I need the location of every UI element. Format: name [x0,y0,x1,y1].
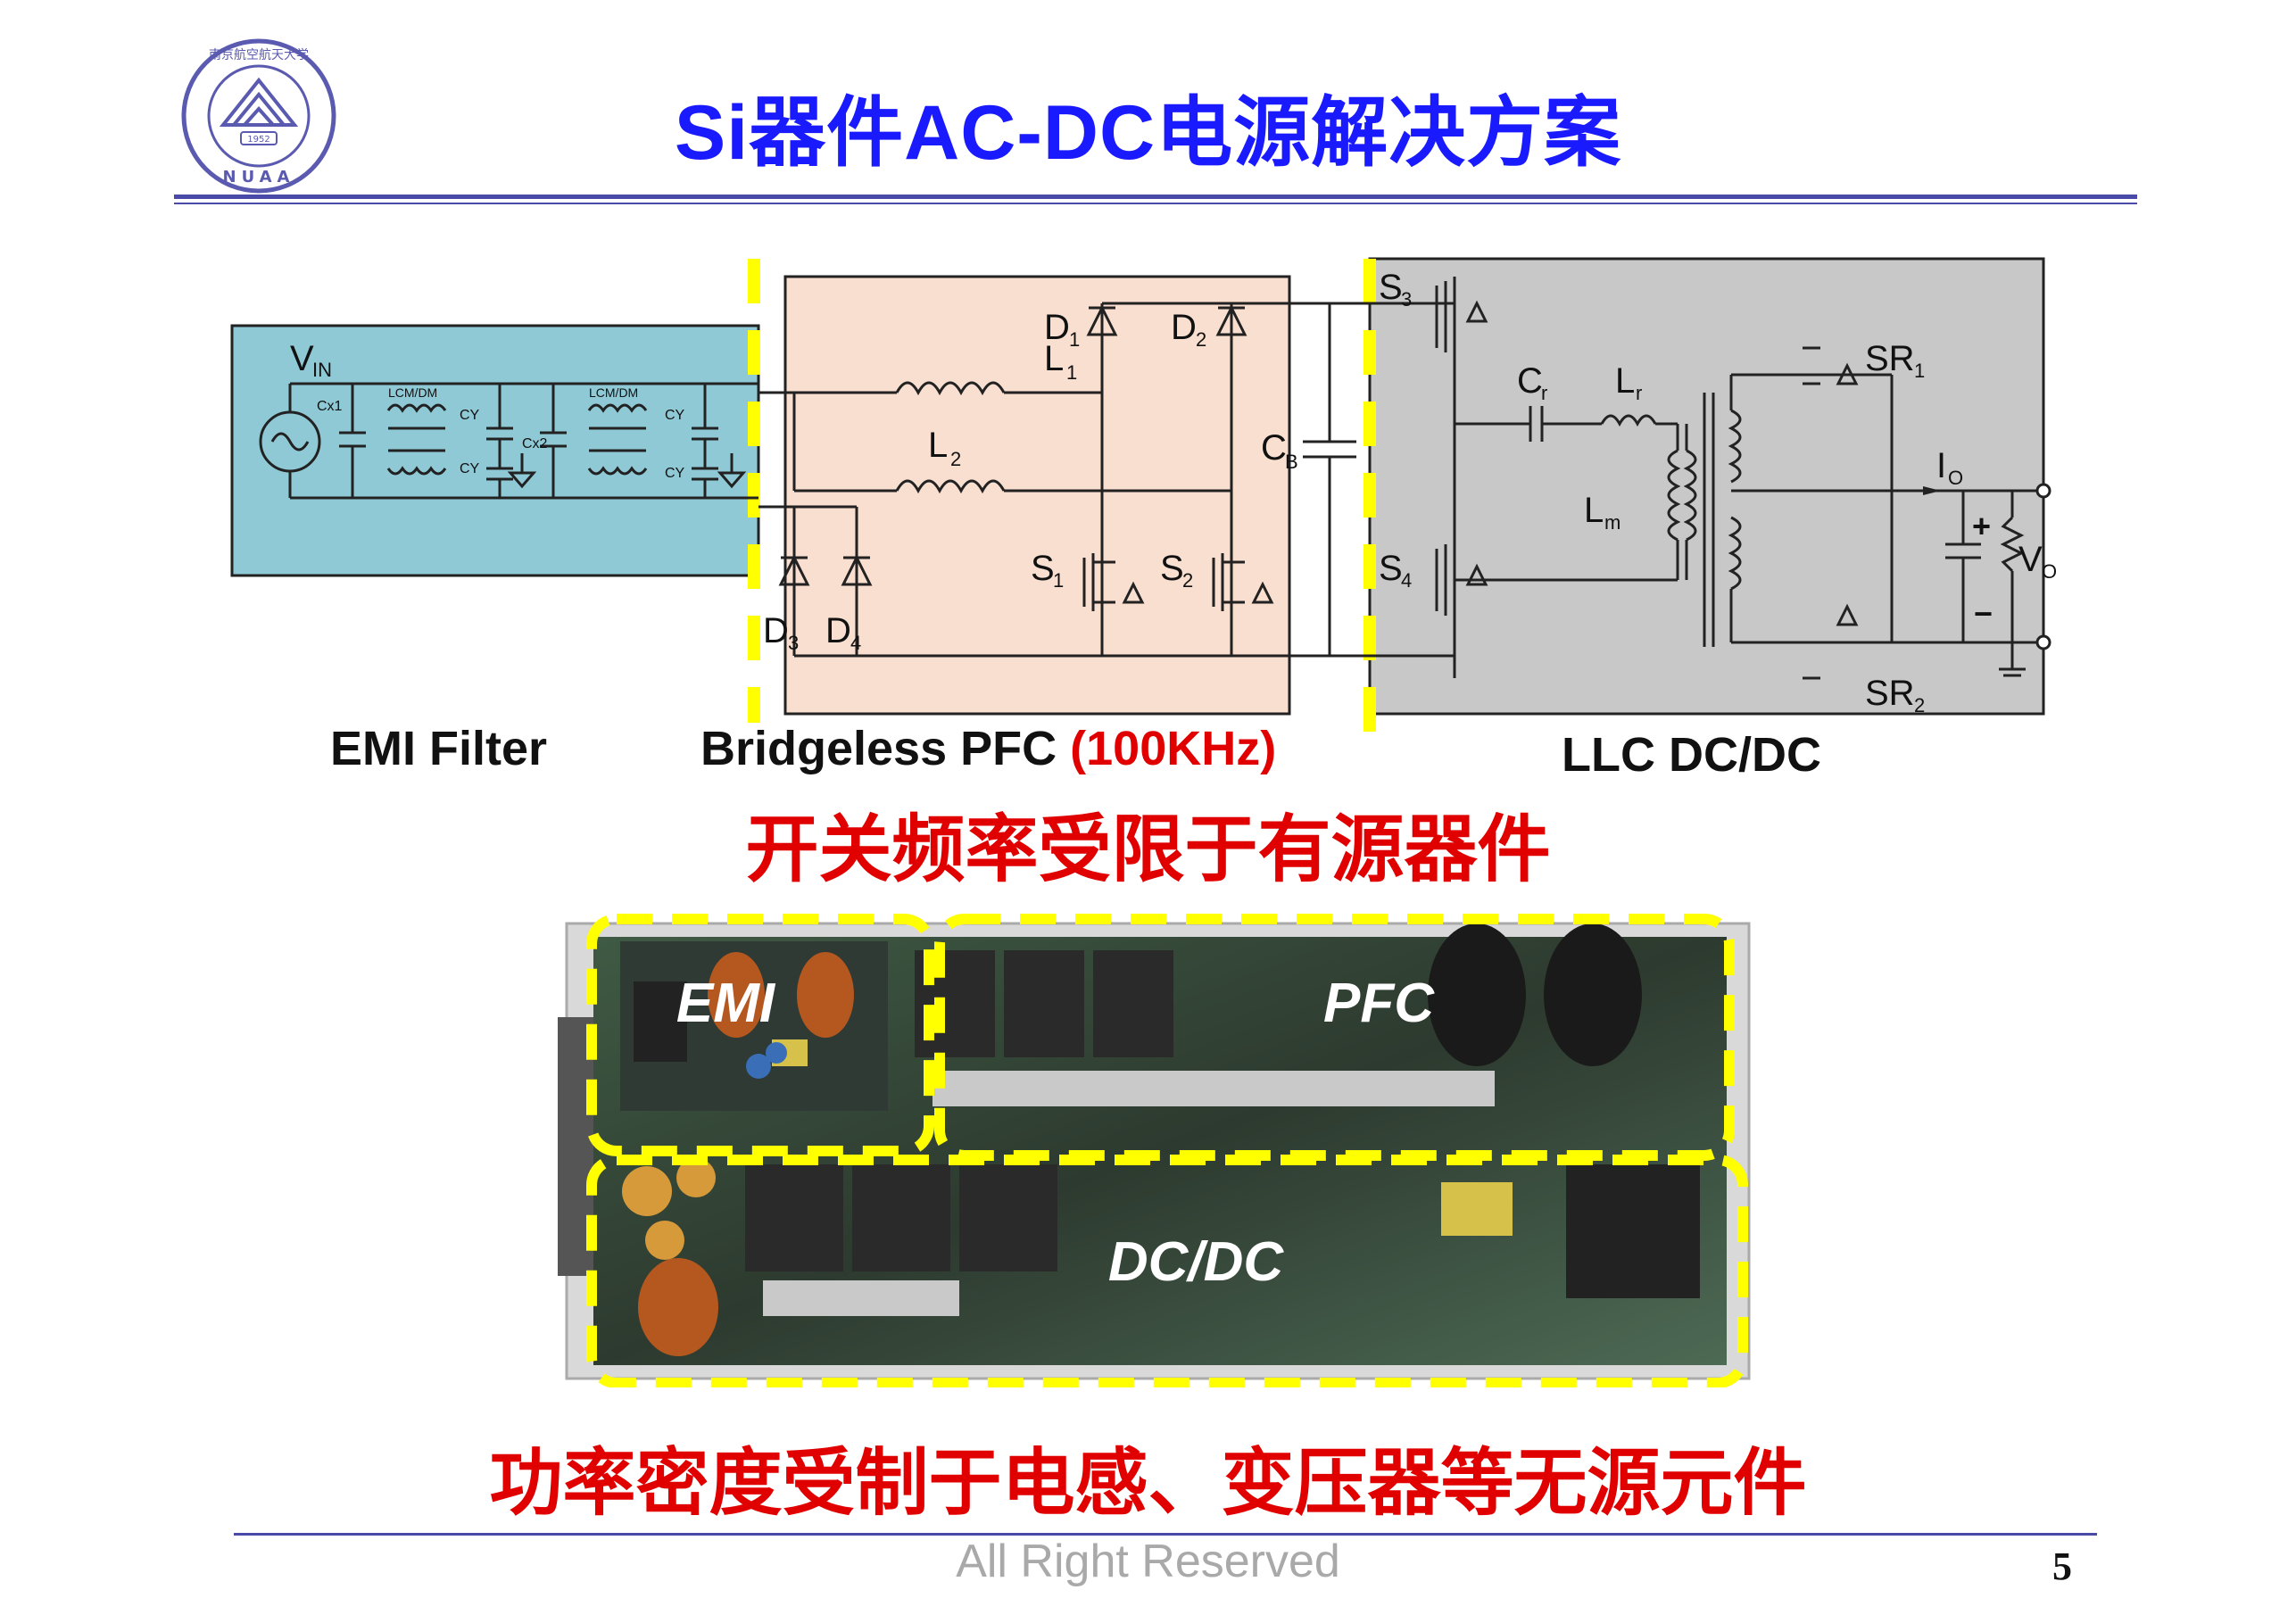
lm-label: L [1584,491,1604,530]
s2-label: S [1160,549,1184,588]
pfc-section-label: Bridgeless PFC (100KHz) [700,721,1276,776]
sr2-label: SR [1865,674,1915,713]
logo-year: 1952 [247,135,269,145]
cy-a-label: CY [460,408,480,423]
circuit-diagram: V IN Cx1 LCM/DM CY CY Cx2 LCM/DM CY CY [230,257,2057,732]
d1-subscript: 1 [1069,328,1080,351]
sr1-label: SR [1865,339,1915,378]
logo-cn-text: 南京航空航天大学 [209,48,309,62]
cx1-label: Cx1 [317,399,343,414]
d4-subscript: 4 [850,632,861,654]
vo-label: V [2018,540,2043,579]
emi-components [634,952,854,1079]
pfc-frequency: (100KHz) [1070,722,1277,775]
lm-subscript: m [1604,511,1620,534]
cy-b-label: CY [460,461,480,476]
emi-filter-block [230,324,760,577]
vin-label: V [290,339,314,378]
io-arrow [1923,486,1941,495]
cb-subscript: B [1285,451,1298,473]
l2-label: L [928,426,948,465]
s1-label: S [1031,549,1055,588]
photo-pfc-label: PFC [1323,973,1435,1034]
d4-label: D [825,611,851,650]
footer-text: All Right Reserved [956,1536,1340,1587]
cy-d-label: CY [665,466,685,481]
vo-subscript: O [2042,560,2057,583]
photo-emi-label: EMI [676,973,776,1034]
s1-subscript: 1 [1053,569,1064,592]
lcm1-label: LCM/DM [388,385,437,400]
page-number: 5 [2052,1544,2072,1588]
vin-subscript: IN [312,359,332,381]
cx2-label: Cx2 [522,436,548,451]
university-logo: 1952 NUAA 南京航空航天大学 [181,38,336,194]
d3-label: D [763,611,789,650]
header-rule [174,195,2137,199]
header-rule-thin [174,203,2137,204]
dcdc-region-box [586,1155,1748,1387]
caption-passive-components: 功率密度受制于电感、变压器等无源元件 [489,1440,1807,1526]
io-subscript: O [1948,467,1963,489]
d2-subscript: 2 [1196,328,1206,351]
llc-block [1368,257,2045,716]
photo-dcdc-label: DC/DC [1108,1231,1285,1293]
d2-label: D [1171,308,1197,347]
l1-subscript: 1 [1066,361,1077,384]
cb-label: C [1261,428,1287,468]
emi-filter-circuit [259,382,758,500]
io-label: I [1936,446,1946,485]
l1-label: L [1044,339,1064,378]
d3-subscript: 3 [788,632,799,654]
sr2-subscript: 2 [1914,694,1925,716]
power-supply-photo: EMI PFC DC/DC [558,914,1751,1387]
pfc-circuit [758,302,1370,658]
s4-label: S [1379,549,1403,588]
vo-plus: + [1972,508,1991,544]
s2-subscript: 2 [1182,569,1193,592]
s4-subscript: 4 [1401,569,1412,592]
emi-filter-label: EMI Filter [330,722,548,775]
s3-label: S [1379,268,1403,307]
logo-text: NUAA [223,168,295,186]
llc-label: LLC DC/DC [1562,728,1821,782]
lr-subscript: r [1636,382,1642,404]
llc-circuit [1370,277,2051,680]
vo-minus: − [1974,595,1993,632]
s3-subscript: 3 [1401,288,1412,311]
caption-active-devices: 开关频率受限于有源器件 [745,807,1551,892]
slide-title: Si器件AC-DC电源解决方案 [674,90,1622,176]
lr-label: L [1615,361,1635,401]
cr-label: C [1517,361,1543,401]
cy-c-label: CY [665,408,685,423]
sr1-subscript: 1 [1914,360,1925,382]
pfc-block [783,275,1291,716]
lcm2-label: LCM/DM [589,385,638,400]
pfc-label: Bridgeless PFC [700,722,1057,775]
cr-subscript: r [1541,382,1547,404]
footer-rule [234,1533,2097,1536]
dcdc-components [622,1158,1700,1356]
emi-region-box [586,914,934,1156]
d1-label: D [1044,308,1070,347]
l2-subscript: 2 [950,448,961,470]
